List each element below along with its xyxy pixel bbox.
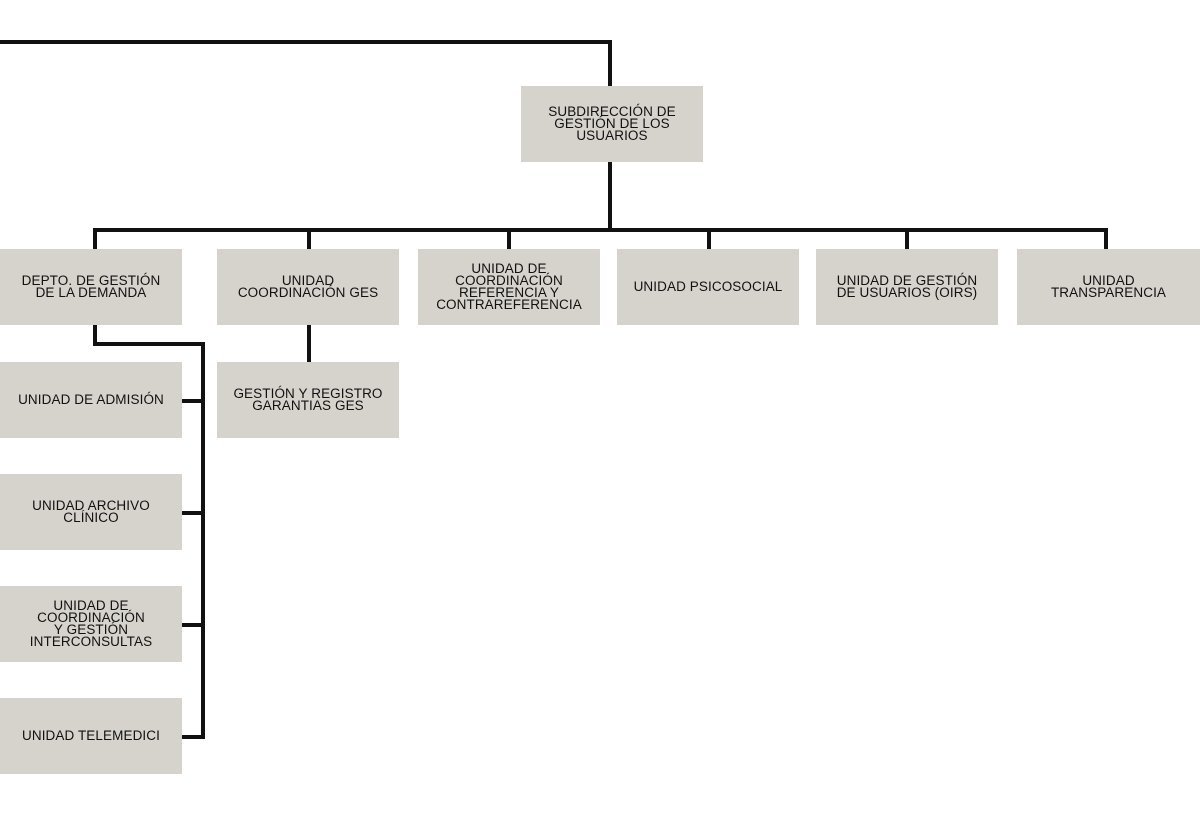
node-unidad-psicosocial: UNIDAD PSICOSOCIAL [617, 249, 799, 325]
node-unidad-telemedicina: UNIDAD TELEMEDICI [0, 698, 182, 774]
node-unidad-transparencia: UNIDAD TRANSPARENCIA [1017, 249, 1200, 325]
node-subdireccion-gestion-usuarios: SUBDIRECCIÓN DE GESTIÓN DE LOS USUARIOS [521, 86, 703, 162]
node-unidad-coordinacion-referencia: UNIDAD DE COORDINACIÓN REFERENCIA Y CONT… [418, 249, 600, 325]
node-unidad-archivo-clinico: UNIDAD ARCHIVO CLÍNICO [0, 474, 182, 550]
node-unidad-gestion-usuarios-oirs: UNIDAD DE GESTIÓN DE USUARIOS (OIRS) [816, 249, 998, 325]
node-depto-gestion-demanda: DEPTO. DE GESTIÓN DE LA DEMANDA [0, 249, 182, 325]
node-gestion-registro-garantias-ges: GESTIÓN Y REGISTRO GARANTIAS GES [217, 362, 399, 438]
node-unidad-admision: UNIDAD DE ADMISIÓN [0, 362, 182, 438]
node-unidad-coordinacion-ges: UNIDAD COORDINACIÓN GES [217, 249, 399, 325]
node-unidad-coordinacion-interconsultas: UNIDAD DE COORDINACIÓN Y GESTIÓN INTERCO… [0, 586, 182, 662]
